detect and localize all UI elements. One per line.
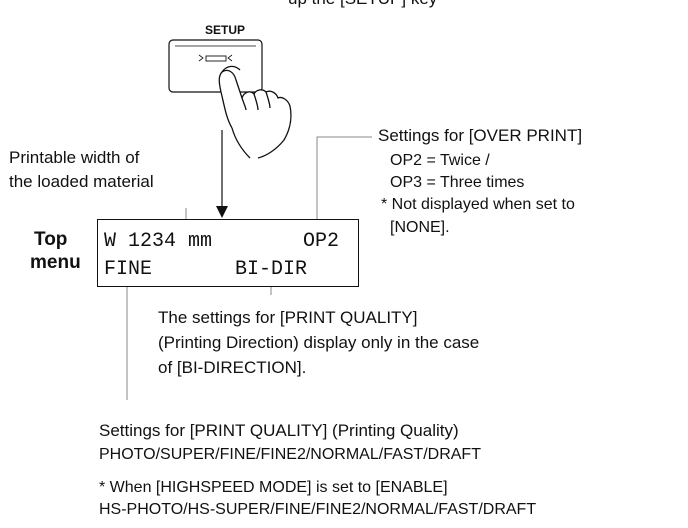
- direction-note-line2: (Printing Direction) display only in the…: [158, 333, 480, 352]
- direction-note-line3: of [BI-DIRECTION].: [158, 358, 307, 377]
- lcd-width-value: W 1234 mm: [104, 230, 213, 253]
- printable-width-line2: the loaded material: [9, 172, 154, 191]
- over-print-op3: OP3 = Three times: [390, 174, 525, 191]
- down-arrow-icon: [216, 206, 228, 218]
- top-menu-label-line1: Top: [34, 229, 68, 250]
- lcd-overprint-value: OP2: [303, 230, 340, 253]
- highspeed-note: * When [HIGHSPEED MODE] is set to [ENABL…: [99, 479, 448, 496]
- lcd-quality-value: FINE: [104, 258, 153, 281]
- quality-title: Settings for [PRINT QUALITY] (Printing Q…: [99, 421, 459, 440]
- over-print-note2: [NONE].: [390, 219, 450, 236]
- setup-key-icon: [168, 39, 263, 93]
- setup-key-label: SETUP: [205, 23, 246, 37]
- over-print-title: Settings for [OVER PRINT]: [378, 126, 583, 145]
- over-print-note1: * Not displayed when set to: [381, 196, 575, 213]
- direction-note-line1: The settings for [PRINT QUALITY]: [158, 308, 418, 327]
- highspeed-values: HS-PHOTO/HS-SUPER/FINE/FINE2/NORMAL/FAST…: [99, 501, 537, 518]
- printable-width-line1: Printable width of: [9, 148, 140, 167]
- top-menu-label-line2: menu: [30, 252, 81, 273]
- hand-icon: [218, 65, 292, 159]
- quality-values: PHOTO/SUPER/FINE/FINE2/NORMAL/FAST/DRAFT: [99, 446, 481, 463]
- lcd-display: W 1234 mm OP2 FINE BI-DIR: [97, 219, 359, 287]
- over-print-op2: OP2 = Twice /: [390, 152, 490, 169]
- lcd-direction-value: BI-DIR: [235, 258, 308, 281]
- header-text: up the [SETUP] key: [288, 0, 437, 9]
